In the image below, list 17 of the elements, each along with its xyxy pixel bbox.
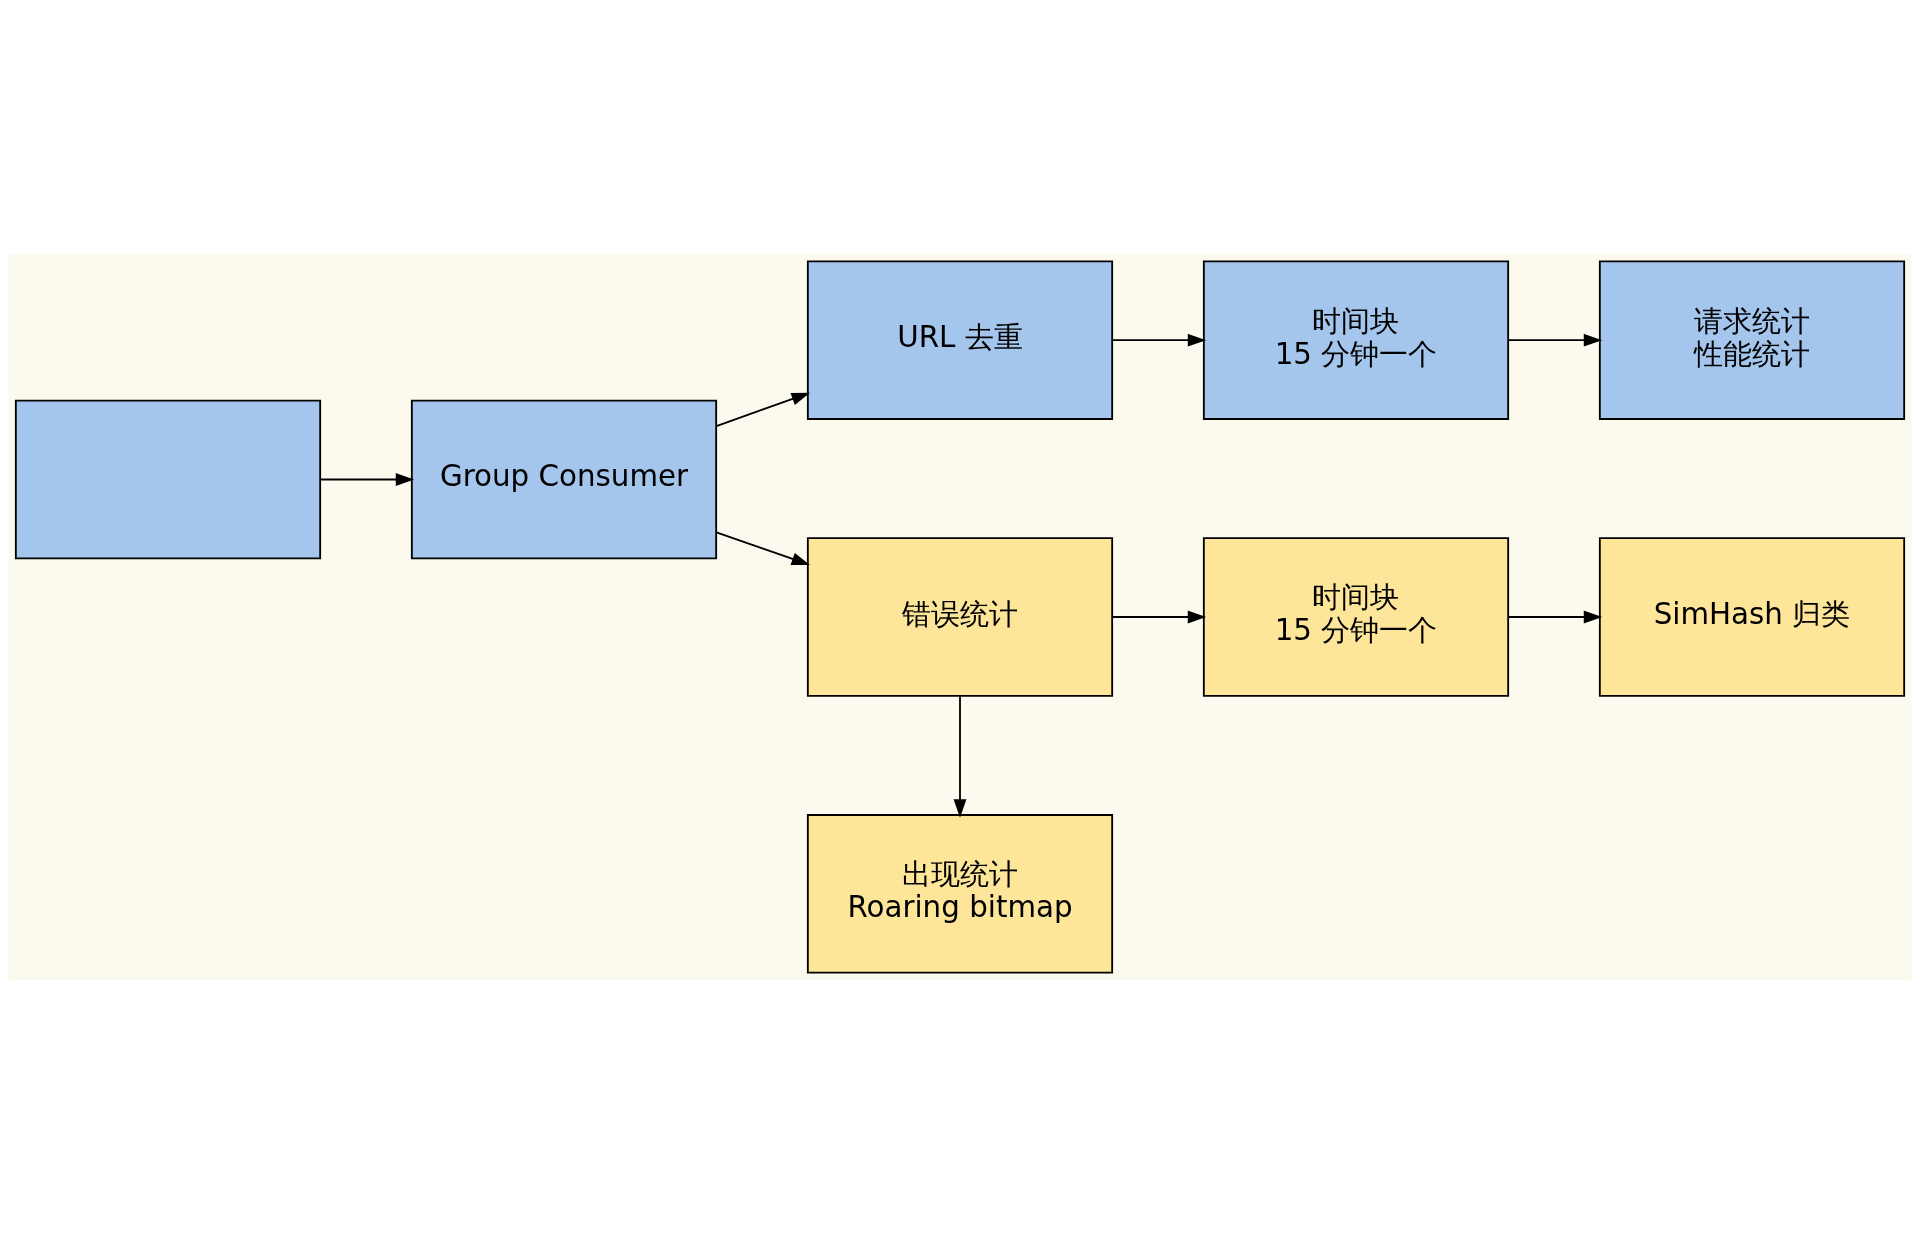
- arrow: [1507, 610, 1603, 624]
- arrow: [319, 473, 415, 486]
- arrow: [1507, 333, 1603, 347]
- node-box: 请求统计 性能统计: [1598, 260, 1906, 420]
- node-box: Group Consumer: [410, 399, 718, 560]
- arrow: [715, 531, 810, 566]
- arrow: [715, 392, 810, 427]
- node-box: 时间块 15 分钟一个: [1202, 260, 1510, 420]
- arrow: [1111, 333, 1207, 347]
- node-box: [14, 399, 322, 560]
- node-box: 错误统计: [806, 537, 1114, 697]
- arrow: [1111, 610, 1207, 624]
- arrow: [953, 694, 967, 818]
- node-box: URL 去重: [806, 260, 1114, 420]
- node-box: 出现统计 Roaring bitmap: [806, 814, 1114, 974]
- node-box: 时间块 15 分钟一个: [1202, 537, 1510, 697]
- node-box: SimHash 归类: [1598, 537, 1906, 697]
